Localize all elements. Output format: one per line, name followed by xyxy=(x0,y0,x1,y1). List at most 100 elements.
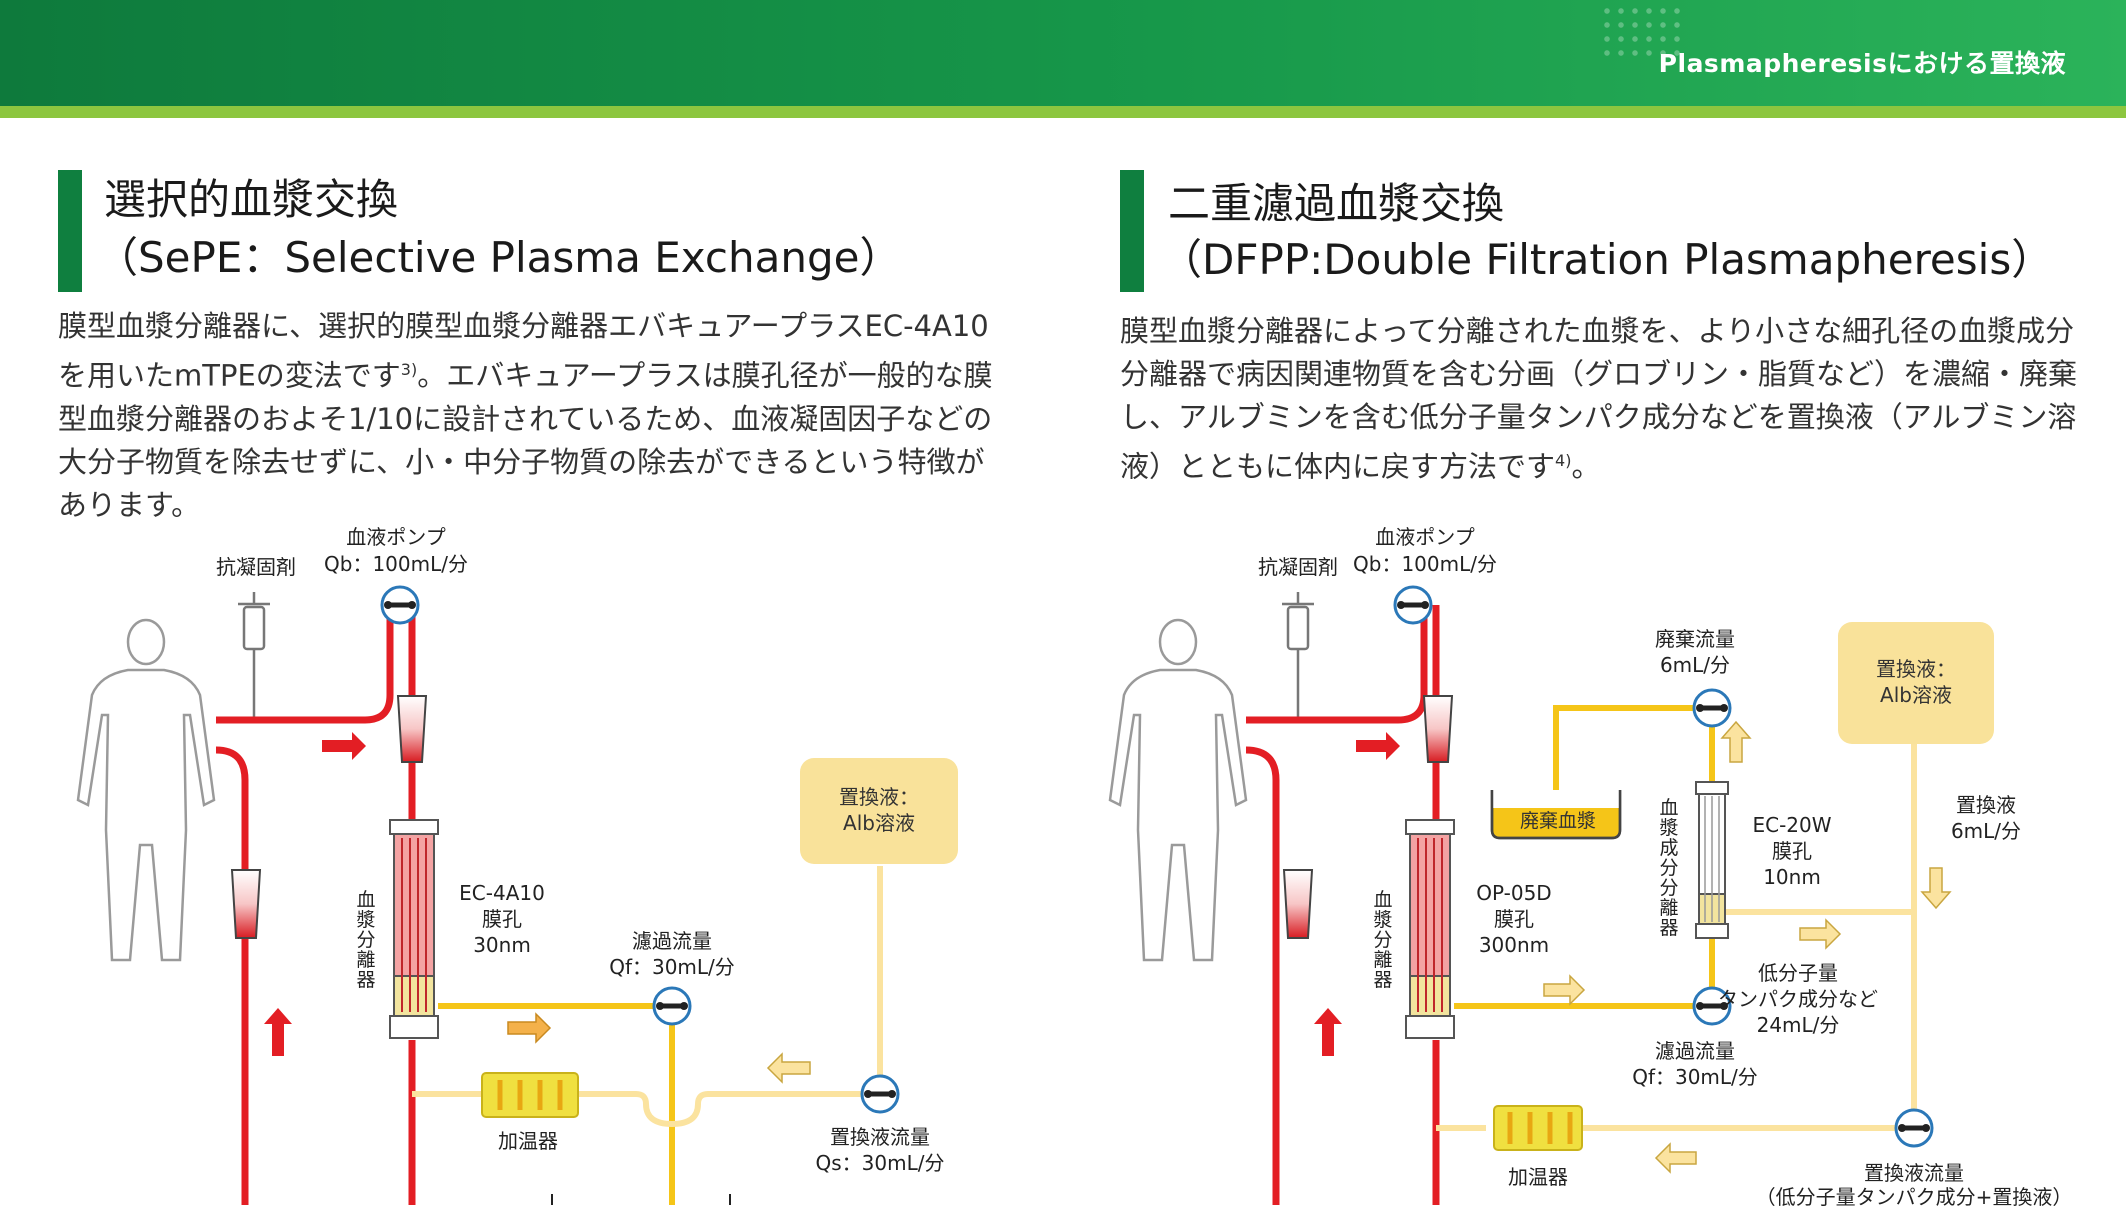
component-separator-icon xyxy=(1695,781,1729,939)
header-accent-line xyxy=(0,106,2126,118)
human-body-icon xyxy=(1108,618,1248,962)
warmer-icon xyxy=(481,1072,579,1118)
pump-icon xyxy=(652,986,692,1026)
drip-chamber xyxy=(230,869,262,939)
pump-icon xyxy=(860,1074,900,1114)
right-section-bar xyxy=(1120,170,1144,292)
low-mw-line2: タンパク成分など xyxy=(1718,987,1878,1011)
right-title-ja: 二重濾過血漿交換 xyxy=(1168,179,1505,228)
replacement-line1: 置換液： xyxy=(839,785,919,809)
arrow-down-pale xyxy=(1920,867,1952,910)
dfpp-circuit-svg xyxy=(1108,585,1952,1205)
replacement-line xyxy=(1436,744,1917,1131)
pore2-label: 膜孔 xyxy=(1772,839,1812,863)
arrow-left-pale xyxy=(766,1052,811,1084)
left-section-bar xyxy=(58,170,82,292)
right-text-part2: 。 xyxy=(1571,449,1601,484)
syringe-icon xyxy=(238,592,270,720)
replacement-rate-label: 置換液 xyxy=(1956,793,2016,817)
component-separator-label: 血漿成分分離器 xyxy=(1659,797,1679,939)
replacement-line xyxy=(412,866,883,1128)
replacement-rate: 6mL/分 xyxy=(1950,819,2022,843)
replacement-flow-rate: Qs：30mL/分 xyxy=(815,1151,945,1175)
pump-icon xyxy=(380,585,420,625)
plasma-separator-icon xyxy=(1405,819,1455,1039)
arrow-right-pale xyxy=(1543,974,1586,1006)
warmer-label: 加温器 xyxy=(1508,1165,1568,1189)
pump-icon xyxy=(1894,1108,1934,1148)
blood-line xyxy=(1245,605,1440,1205)
arrow-right-red xyxy=(322,732,366,760)
sepe-diagram: 抗凝固剤 血液ポンプ Qb：100mL/分 血漿分離器 EC-4A10 膜孔 3… xyxy=(0,500,1063,1205)
filtration-flow-label: 濾過流量 xyxy=(632,929,712,953)
replacement-line1: 置換液： xyxy=(1876,657,1956,681)
arrow-left-pale xyxy=(1654,1142,1697,1174)
low-mw-line1: 低分子量 xyxy=(1758,961,1838,985)
pore-label: 膜孔 xyxy=(1494,907,1534,931)
plasma-separator-label: 血漿分離器 xyxy=(1373,889,1393,991)
plasma-line xyxy=(438,1003,675,1205)
dot-pattern xyxy=(1600,4,1680,64)
left-text-part2: 。エバキュアープラスは膜孔径が一般的な膜型血漿分離器のおよそ1/10に設計されて… xyxy=(58,358,993,522)
replacement-flow-label: 置換液流量 xyxy=(1864,1161,1964,1185)
plasma-separator-label: 血漿分離器 xyxy=(356,889,376,991)
syringe-icon xyxy=(1282,592,1314,720)
blood-pump-label: 血液ポンプ xyxy=(1375,525,1475,549)
drip-chamber xyxy=(1282,869,1314,939)
right-description: 膜型血漿分離器によって分離された血漿を、より小さな細孔径の血漿成分分離器で病因関… xyxy=(1120,310,2080,489)
pore-size: 300nm xyxy=(1478,933,1550,957)
filtration-flow-rate: Qf：30mL/分 xyxy=(609,955,735,979)
blood-pump-rate: Qb：100mL/分 xyxy=(324,552,468,576)
right-reference: 4) xyxy=(1555,451,1572,470)
dfpp-diagram: 抗凝固剤 血液ポンプ Qb：100mL/分 血漿分離器 OP-05D 膜孔 30… xyxy=(1040,500,2103,1209)
arrow-up-pale xyxy=(1720,720,1752,763)
replacement-line2: Alb溶液 xyxy=(1880,683,1952,707)
left-title-en: （SePE：Selective Plasma Exchange） xyxy=(96,233,902,282)
plasma-line xyxy=(1454,705,1715,1009)
sepe-circuit-svg xyxy=(76,585,900,1205)
left-text-part1: 膜型血漿分離器に、選択的膜型血漿分離器エバキュアープラスEC-4A10を用いたm… xyxy=(58,309,989,393)
waste-plasma-label: 廃棄血漿 xyxy=(1519,810,1596,832)
blood-line xyxy=(215,605,416,1205)
filter2-name: EC-20W xyxy=(1752,813,1832,837)
header-banner xyxy=(0,0,2126,106)
left-title-ja: 選択的血漿交換 xyxy=(104,175,399,224)
blood-pump-rate: Qb：100mL/分 xyxy=(1353,552,1497,576)
replacement-fluid-box: 置換液： Alb溶液 xyxy=(1838,622,1994,744)
right-title-en: （DFPP:Double Filtration Plasmapheresis） xyxy=(1160,235,2054,284)
waste-flow-rate: 6mL/分 xyxy=(1659,653,1731,677)
arrow-right-red xyxy=(1356,732,1400,760)
drip-chamber xyxy=(1422,695,1454,763)
warmer-label: 加温器 xyxy=(498,1129,558,1153)
human-body-icon xyxy=(76,618,216,962)
low-mw-rate: 24mL/分 xyxy=(1756,1013,1840,1037)
arrow-right-pale xyxy=(1799,918,1842,950)
pore-label: 膜孔 xyxy=(482,907,522,931)
anticoagulant-label: 抗凝固剤 xyxy=(1258,555,1338,579)
plasma-separator-icon xyxy=(389,819,439,1039)
blood-pump-label: 血液ポンプ xyxy=(346,525,446,549)
arrow-right-orange xyxy=(507,1012,552,1044)
waste-container-icon xyxy=(1490,790,1622,840)
pump-icon xyxy=(1393,585,1433,625)
right-text-part1: 膜型血漿分離器によって分離された血漿を、より小さな細孔径の血漿成分分離器で病因関… xyxy=(1120,314,2078,484)
pump-icon xyxy=(1692,688,1732,728)
replacement-flow-label: 置換液流量 xyxy=(830,1125,930,1149)
header-title: Plasmapheresisにおける置換液 xyxy=(1658,49,2066,78)
left-description: 膜型血漿分離器に、選択的膜型血漿分離器エバキュアープラスEC-4A10を用いたm… xyxy=(58,305,1008,527)
left-reference: 3) xyxy=(400,360,418,379)
anticoagulant-label: 抗凝固剤 xyxy=(216,555,296,579)
pore2-size: 10nm xyxy=(1763,865,1821,889)
arrow-up-red xyxy=(1314,1008,1342,1056)
warmer-icon xyxy=(1493,1105,1583,1151)
replacement-flow-rate: （低分子量タンパク成分+置換液） xyxy=(1755,1185,2073,1209)
replacement-line2: Alb溶液 xyxy=(843,811,915,835)
pump-icon xyxy=(1692,986,1732,1026)
replacement-fluid-box: 置換液： Alb溶液 xyxy=(800,758,958,864)
filter-name: EC-4A10 xyxy=(459,881,545,905)
filtration-flow-label: 濾過流量 xyxy=(1655,1039,1735,1063)
filter-name: OP-05D xyxy=(1476,881,1552,905)
pore-size: 30nm xyxy=(473,933,531,957)
waste-flow-label: 廃棄流量 xyxy=(1655,627,1735,651)
filtration-flow-rate: Qf：30mL/分 xyxy=(1632,1065,1758,1089)
